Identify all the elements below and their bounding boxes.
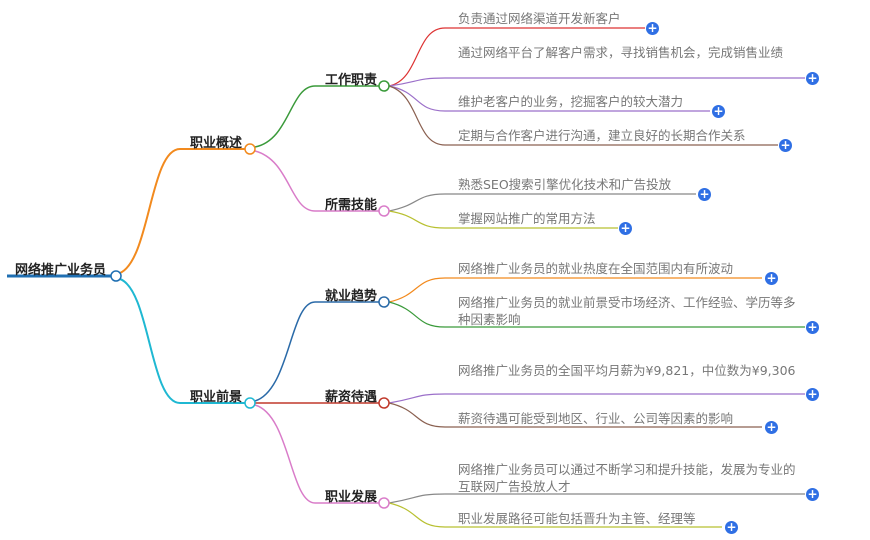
leaf-item[interactable]: 网络推广业务员可以通过不断学习和提升技能，发展为专业的互联网广告投放人才 [458,462,796,494]
plus-icon[interactable]: + [765,271,778,285]
duties-toggle[interactable] [378,80,390,92]
plus-icon[interactable]: + [646,21,659,35]
plus-icon[interactable]: + [698,187,711,201]
link-development [254,404,379,504]
root-node[interactable]: 网络推广业务员 [15,263,107,278]
prospects-toggle[interactable] [244,397,256,409]
salary-toggle[interactable] [378,397,390,409]
leaf-item[interactable]: 掌握网站推广的常用方法 [458,211,596,226]
plus-icon[interactable]: + [725,520,738,534]
link-skills [254,150,379,212]
root-toggle[interactable] [110,270,122,282]
branch-overview[interactable]: 职业概述 [190,136,243,151]
link-trend [254,301,379,402]
link-overview [119,148,245,274]
development-toggle[interactable] [378,497,390,509]
plus-icon[interactable]: + [806,387,819,401]
node-duties[interactable]: 工作职责 [325,73,378,88]
overview-toggle[interactable] [244,143,256,155]
branch-prospects[interactable]: 职业前景 [190,390,243,405]
plus-icon[interactable]: + [806,487,819,501]
leaf-item[interactable]: 网络推广业务员的全国平均月薪为¥9,821，中位数为¥9,306 [458,363,796,378]
leaf-item[interactable]: 网络推广业务员的就业热度在全国范围内有所波动 [458,261,734,276]
leaf-item[interactable]: 负责通过网络渠道开发新客户 [458,11,621,26]
node-salary[interactable]: 薪资待遇 [325,390,378,405]
node-trend[interactable]: 就业趋势 [325,289,378,304]
plus-icon[interactable]: + [806,320,819,334]
leaf-item[interactable]: 维护老客户的业务，挖掘客户的较大潜力 [458,94,684,109]
leaf-item[interactable]: 网络推广业务员的就业前景受市场经济、工作经验、学历等多种因素影响 [458,295,796,327]
leaf-item[interactable]: 薪资待遇可能受到地区、行业、公司等因素的影响 [458,411,734,426]
plus-icon[interactable]: + [765,420,778,434]
plus-icon[interactable]: + [779,138,792,152]
leaf-item[interactable]: 通过网络平台了解客户需求，寻找销售机会，完成销售业绩 [458,45,784,60]
trend-toggle[interactable] [378,296,390,308]
plus-icon[interactable]: + [619,221,632,235]
skills-toggle[interactable] [378,205,390,217]
plus-icon[interactable]: + [806,71,819,85]
node-development[interactable]: 职业发展 [325,490,378,505]
link-duties [254,85,379,148]
leaf-item[interactable]: 定期与合作客户进行沟通，建立良好的长期合作关系 [458,128,746,143]
link-prospects [119,278,245,404]
leaf-item[interactable]: 熟悉SEO搜索引擎优化技术和广告投放 [458,177,672,192]
plus-icon[interactable]: + [712,104,725,118]
leaf-item[interactable]: 职业发展路径可能包括晋升为主管、经理等 [458,511,696,526]
node-skills[interactable]: 所需技能 [325,198,378,213]
